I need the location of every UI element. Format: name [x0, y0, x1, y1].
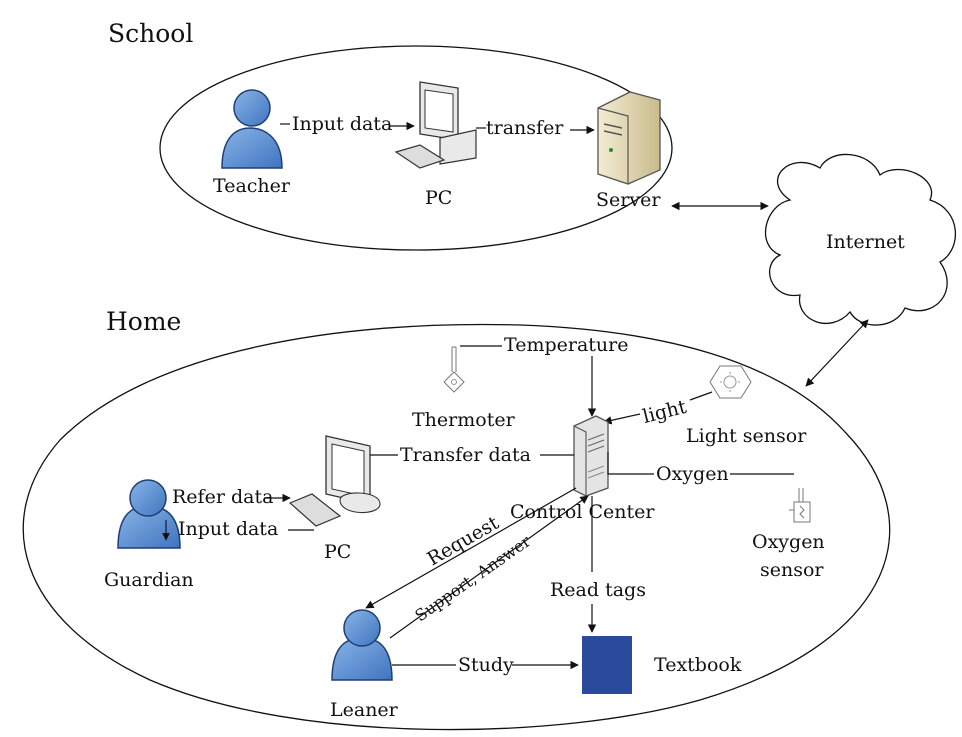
- leaner-icon: [331, 609, 393, 681]
- oxygen-sensor-label-1: Oxygen: [752, 531, 825, 553]
- light-line: [689, 391, 713, 401]
- oxygen-sensor-icon: [789, 488, 811, 523]
- server-label: Server: [596, 189, 661, 211]
- light-arrow: [603, 413, 641, 425]
- home-boundary: [22, 323, 891, 731]
- internet-cloud-icon: [764, 153, 956, 326]
- control-center-label: Control Center: [510, 501, 655, 523]
- server-icon: [597, 91, 661, 185]
- study-label: Study: [458, 654, 514, 676]
- light-sensor-icon: [709, 365, 752, 399]
- oxygen-label: Oxygen: [656, 463, 729, 485]
- textbook-block: [582, 636, 632, 694]
- guardian-label: Guardian: [104, 569, 194, 591]
- home-pc-icon: [288, 435, 381, 527]
- control-center-icon: [573, 415, 609, 497]
- school-pc-icon: [394, 81, 477, 169]
- teacher-icon: [221, 89, 283, 169]
- refer-data-label: Refer data: [172, 486, 273, 508]
- request-arrow: [365, 487, 577, 609]
- oxygen-connector: [607, 452, 654, 475]
- home-pc-label: PC: [324, 541, 351, 563]
- transfer-data-label: Transfer data: [400, 444, 531, 466]
- light-sensor-label: Light sensor: [686, 425, 807, 447]
- support-answer-arrow: [389, 495, 589, 639]
- home-input-data-label: Input data: [178, 518, 278, 540]
- internet-label: Internet: [826, 231, 905, 253]
- guardian-icon: [117, 479, 181, 549]
- school-input-data-label: Input data: [292, 113, 392, 135]
- school-boundary: [159, 45, 673, 251]
- read-tags-label: Read tags: [550, 579, 646, 601]
- thermoter-label: Thermoter: [412, 409, 516, 431]
- school-pc-label: PC: [425, 187, 452, 209]
- transfer-label: transfer: [486, 117, 564, 139]
- thermometer-icon: [443, 346, 465, 393]
- internet-home-link: [805, 319, 869, 387]
- oxygen-sensor-label-2: sensor: [760, 559, 824, 581]
- school-title: School: [108, 19, 193, 48]
- temperature-label: Temperature: [504, 334, 628, 356]
- leaner-label: Leaner: [330, 699, 399, 721]
- home-title: Home: [106, 307, 181, 336]
- teacher-label: Teacher: [213, 175, 291, 197]
- light-label: light: [640, 396, 689, 428]
- textbook-label: Textbook: [654, 654, 742, 676]
